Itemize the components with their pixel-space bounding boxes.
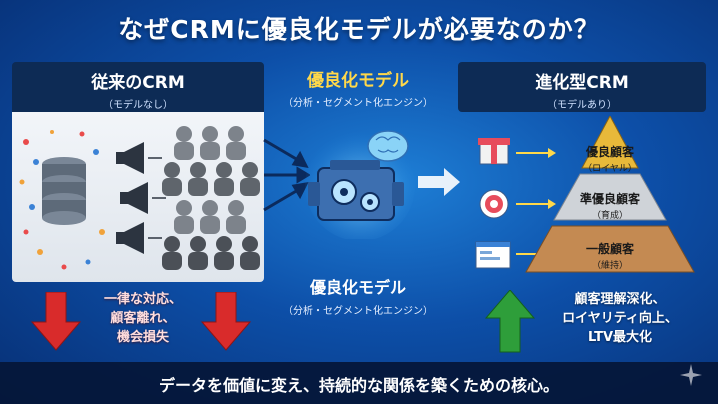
sparkle-icon [680,364,702,386]
down-arrow-icon [200,292,252,351]
customer-crowd-icon [162,126,260,270]
left-subheading: （モデルなし） [103,100,173,111]
engine-subheading: （分析・セグメント化エンジン） [283,98,433,109]
benefit-list: 顧客理解深化、 ロイヤリティ向上、 LTV最大化 [540,290,700,347]
left-section-header: 従来のCRM （モデルなし） [12,62,264,112]
brain-icon [367,130,409,162]
footer-message: データを価値に変え、持続的な関係を築くための核心。 [158,376,559,395]
page-title: なぜCRMに優良化モデルが必要なのか？ [118,15,600,44]
target-icon [479,189,509,219]
tier-label-bottom: 一般顧客 （維持） [585,242,634,271]
right-subheading: （モデルあり） [547,100,617,111]
right-heading: 進化型CRM [535,73,629,93]
traditional-crm-illustration [19,126,260,270]
engine-subheading-bottom: （分析・セグメント化エンジン） [283,306,433,317]
right-section-header: 進化型CRM （モデルあり） [458,62,706,112]
scattered-data-dots-icon [19,130,105,270]
benefit-item: ロイヤリティ向上、 [562,311,678,326]
engine-heading: 優良化モデル [307,71,409,91]
database-icon [42,157,86,225]
pyramid-tier-bottom [525,225,695,273]
broadcast-lines-icon [148,157,166,239]
engine-icon [308,160,404,221]
engine-heading-bottom: 優良化モデル [309,278,406,297]
problem-item: 機会損失 [116,330,169,345]
down-arrow-icon [30,292,82,351]
browser-window-icon [475,241,511,269]
output-arrow-icon [418,168,460,196]
megaphone-icon [116,142,148,254]
problem-list: 一律な対応、 顧客離れ、 機会損失 [98,290,188,347]
footer-bar [0,362,718,404]
customer-pyramid [525,116,695,273]
up-arrow-icon [484,290,536,353]
tier-label-middle: 準優良顧客 （育成） [579,192,640,221]
tier-icons [475,138,556,269]
benefit-item: 顧客理解深化、 [574,292,666,307]
engine-top-label: 優良化モデル （分析・セグメント化エンジン） [268,66,448,109]
problem-item: 一律な対応、 [103,292,182,307]
analysis-engine-illustration [305,130,415,239]
problem-item: 顧客離れ、 [110,311,176,326]
tier-label-top: 優良顧客 （ロイヤル） [583,145,637,174]
left-heading: 従来のCRM [91,73,185,93]
gift-icon [478,138,510,165]
engine-bottom-label: 優良化モデル （分析・セグメント化エンジン） [268,274,448,317]
left-illustration-panel [12,112,264,282]
benefit-item: LTV最大化 [587,330,653,345]
input-arrows-icon [263,138,310,212]
pyramid-tier-middle [553,173,667,221]
pyramid-tier-top [581,116,639,169]
